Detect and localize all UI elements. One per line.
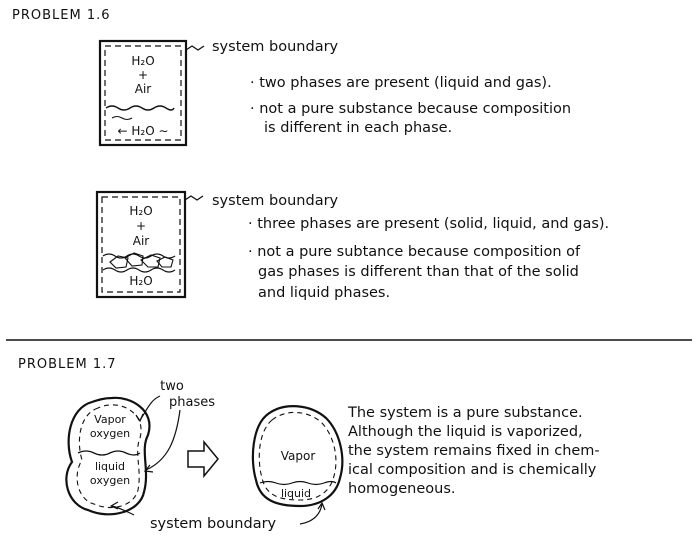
case-b-note-2: · not a pure subtance because compositio… [248,244,581,260]
process-arrow-icon [187,439,219,479]
case-a-note-3: is different in each phase. [264,120,453,136]
case-b-note-1: · three phases are present (solid, liqui… [248,216,610,232]
two-phases-label-1: two [160,379,184,394]
box-a-line-3: Air [135,82,152,96]
p17-note-1: The system is a pure substance. [348,405,583,421]
system-box-b [95,190,204,299]
boundary-pointer-a [185,45,205,51]
boundary-arrow-left [111,505,135,516]
right-liquid-label: liquid [281,487,311,500]
boundary-pointer-b [184,195,204,201]
box-b-line-1: H₂O [129,204,152,218]
left-vapor-label-2: oxygen [90,427,130,440]
left-liquid-label-2: oxygen [90,474,130,487]
box-a-line-2: + [138,68,148,82]
case-b-note-4: and liquid phases. [258,285,391,301]
p17-note-3: the system remains fixed in chem- [348,443,600,459]
problem-16-title: PROBLEM 1.6 [12,8,111,23]
problem-17-title: PROBLEM 1.7 [18,357,117,372]
box-a-liquid-label: ← H₂O ∼ [117,124,168,138]
p17-boundary-label: system boundary [150,516,277,532]
case-b-boundary-label: system boundary [212,193,339,209]
blob-right [251,405,344,508]
right-vapor-label: Vapor [281,449,316,463]
p17-note-4: ical composition and is chemically [348,462,597,478]
two-phases-label-2: phases [169,395,215,410]
left-vapor-label-1: Vapor [94,413,126,426]
box-b-line-3: Air [133,234,150,248]
p17-note-2: Although the liquid is vaporized, [348,424,583,440]
case-a-note-1: · two phases are present (liquid and gas… [250,75,552,91]
case-a-boundary-label: system boundary [212,39,339,55]
box-a-line-1: H₂O [131,54,154,68]
blob-left [65,396,151,516]
boundary-arrow-right [299,503,323,525]
left-liquid-label-1: liquid [95,460,125,473]
case-a-note-2: · not a pure substance because compositi… [250,101,572,117]
case-b-note-3: gas phases is different than that of the… [258,264,579,280]
box-b-line-2: + [136,219,146,233]
system-box-a [98,39,205,147]
ice-cubes [109,252,174,269]
box-b-liquid-label: H₂O [129,274,152,288]
p17-note-5: homogeneous. [348,481,456,497]
phase-arrow-lower [145,409,181,471]
